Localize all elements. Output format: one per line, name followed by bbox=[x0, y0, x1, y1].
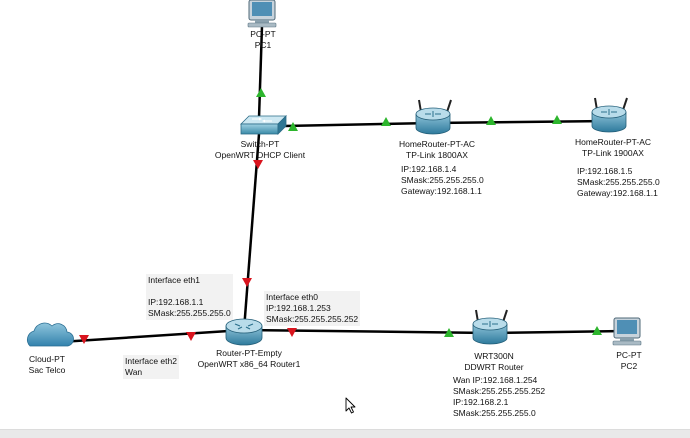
ap1800-label: HomeRouter-PT-AC TP-Link 1800AX bbox=[399, 139, 475, 161]
wrt300n-lan-ip: IP:192.168.2.1 bbox=[453, 397, 509, 407]
note-interface-eth1[interactable]: Interface eth1 IP:192.168.1.1 SMask:255.… bbox=[146, 274, 233, 320]
link-switch-ap1800[interactable] bbox=[283, 121, 434, 128]
ap1800-ip: IP:192.168.1.4 bbox=[401, 164, 457, 174]
link-up-indicator bbox=[256, 88, 266, 97]
wrt300n-name: DDWRT Router bbox=[464, 362, 524, 372]
bottom-scrollbar[interactable] bbox=[0, 429, 690, 438]
router-name: OpenWRT x86_64 Router1 bbox=[197, 359, 301, 369]
note-eth2-title: Interface eth2 bbox=[125, 356, 177, 366]
switch-icon[interactable] bbox=[240, 115, 287, 135]
pc1-name: PC1 bbox=[254, 40, 272, 50]
link-down-indicator bbox=[287, 328, 297, 337]
note-interface-eth2[interactable]: Interface eth2 Wan bbox=[123, 355, 179, 379]
router-icon[interactable] bbox=[225, 318, 263, 346]
ap1900-ip: IP:192.168.1.5 bbox=[577, 166, 633, 176]
home-router-1900ax-icon[interactable] bbox=[591, 97, 628, 133]
link-pc1-switch[interactable] bbox=[257, 25, 264, 119]
note-eth0-title: Interface eth0 bbox=[266, 292, 318, 302]
link-switch-router[interactable] bbox=[242, 133, 261, 331]
cloud-icon[interactable] bbox=[27, 322, 74, 347]
ap1900-gateway: Gateway:192.168.1.1 bbox=[577, 188, 658, 198]
router-label: Router-PT-Empty OpenWRT x86_64 Router1 bbox=[198, 348, 301, 370]
switch-name: OpenWRT DHCP Client bbox=[214, 150, 306, 160]
links bbox=[59, 25, 626, 344]
link-indicators bbox=[79, 88, 602, 344]
link-up-indicator bbox=[288, 122, 298, 131]
cloud-name: Sac Telco bbox=[28, 365, 66, 375]
note-eth0-mask: SMask:255.255.255.252 bbox=[266, 314, 359, 324]
wrt300n-model: WRT300N bbox=[474, 351, 514, 361]
ap1800-config: IP:192.168.1.4 SMask:255.255.255.0 Gatew… bbox=[401, 164, 484, 197]
link-ap1800-ap1900[interactable] bbox=[432, 119, 611, 125]
ap1800-name: TP-Link 1800AX bbox=[406, 150, 468, 160]
ap1900-label: HomeRouter-PT-AC TP-Link 1900AX bbox=[575, 137, 651, 159]
link-up-indicator bbox=[552, 115, 562, 124]
link-down-indicator bbox=[242, 278, 252, 287]
link-up-indicator bbox=[381, 117, 391, 126]
pc2-icon[interactable] bbox=[612, 317, 642, 346]
cloud-label: Cloud-PT Sac Telco bbox=[29, 354, 66, 376]
ap1900-model: HomeRouter-PT-AC bbox=[574, 137, 652, 147]
switch-label: Switch-PT OpenWRT DHCP Client bbox=[215, 139, 305, 161]
pc1-icon[interactable] bbox=[247, 0, 277, 28]
note-interface-eth0[interactable]: Interface eth0 IP:192.168.1.253 SMask:25… bbox=[264, 291, 361, 326]
note-eth0-ip: IP:192.168.1.253 bbox=[266, 303, 331, 313]
wrt300n-icon[interactable] bbox=[472, 309, 508, 345]
note-eth1-ip: IP:192.168.1.1 bbox=[148, 297, 204, 307]
link-router-wrt300n[interactable] bbox=[243, 328, 491, 335]
pc1-label: PC-PT PC1 bbox=[250, 29, 276, 51]
ap1800-gateway: Gateway:192.168.1.1 bbox=[401, 186, 482, 196]
pc2-model: PC-PT bbox=[616, 350, 642, 360]
note-eth1-title: Interface eth1 bbox=[148, 275, 200, 285]
link-up-indicator bbox=[592, 326, 602, 335]
ap1900-name: TP-Link 1900AX bbox=[582, 148, 644, 158]
wrt300n-wan-ip: Wan IP:192.168.1.254 bbox=[453, 375, 538, 385]
ap1900-mask: SMask:255.255.255.0 bbox=[577, 177, 660, 187]
note-eth1-mask: SMask:255.255.255.0 bbox=[148, 308, 231, 318]
cursor-icon bbox=[345, 397, 356, 414]
link-down-indicator bbox=[186, 332, 196, 341]
ap1800-model: HomeRouter-PT-AC bbox=[398, 139, 476, 149]
link-down-indicator bbox=[253, 160, 263, 169]
pc2-name: PC2 bbox=[620, 361, 638, 371]
link-cloud-router[interactable] bbox=[59, 328, 245, 344]
link-wrt300n-pc2[interactable] bbox=[489, 329, 626, 335]
ap1800-mask: SMask:255.255.255.0 bbox=[401, 175, 484, 185]
home-router-1800ax-icon[interactable] bbox=[415, 99, 452, 135]
wrt300n-label: WRT300N DDWRT Router bbox=[464, 351, 523, 373]
ap1900-config: IP:192.168.1.5 SMask:255.255.255.0 Gatew… bbox=[577, 166, 660, 199]
switch-model: Switch-PT bbox=[240, 139, 280, 149]
link-down-indicator bbox=[79, 335, 89, 344]
router-model: Router-PT-Empty bbox=[216, 348, 282, 358]
link-up-indicator bbox=[486, 116, 496, 125]
pc2-label: PC-PT PC2 bbox=[616, 350, 642, 372]
link-up-indicator bbox=[444, 328, 454, 337]
cloud-model: Cloud-PT bbox=[29, 354, 65, 364]
pc1-model: PC-PT bbox=[250, 29, 276, 39]
note-eth2-value: Wan bbox=[125, 367, 143, 377]
wrt300n-config: Wan IP:192.168.1.254 SMask:255.255.255.2… bbox=[453, 375, 545, 419]
wrt300n-lan-mask: SMask:255.255.255.0 bbox=[453, 408, 536, 418]
wrt300n-wan-mask: SMask:255.255.255.252 bbox=[453, 386, 546, 396]
